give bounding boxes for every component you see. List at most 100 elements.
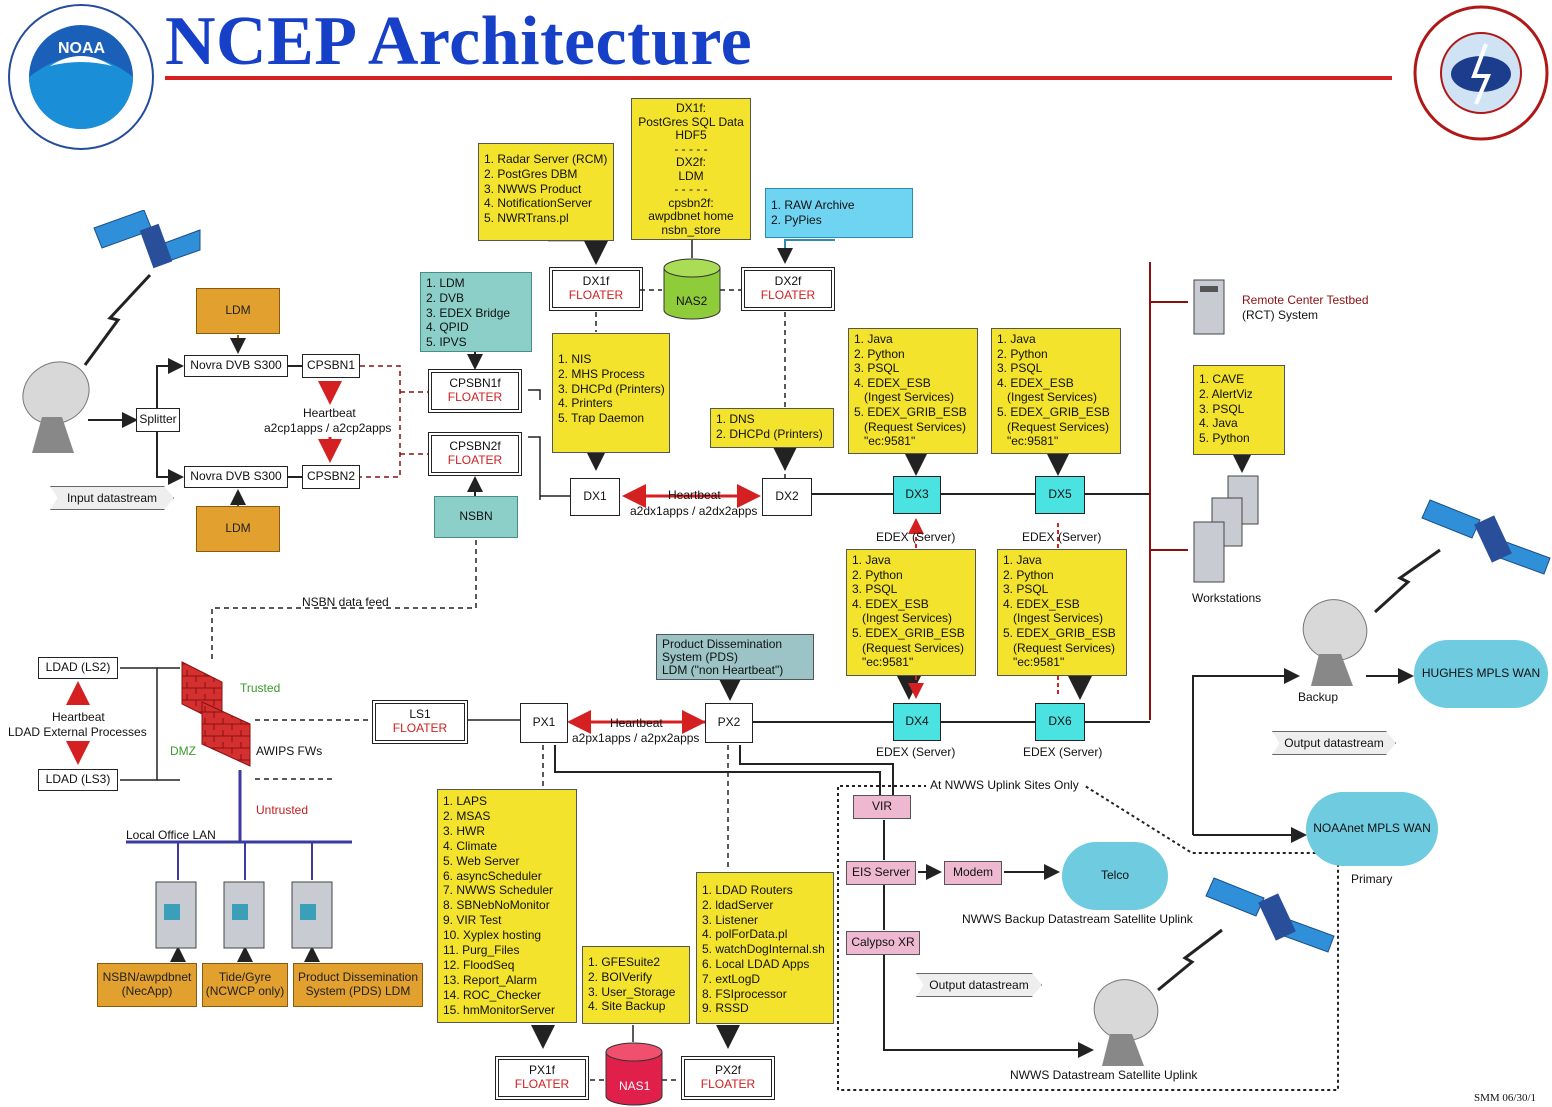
hughes-cloud: HUGHES MPLS WAN xyxy=(1414,640,1548,708)
rct-label: Remote Center Testbed xyxy=(1242,293,1369,307)
nas1-label: NAS1 xyxy=(619,1079,651,1093)
dx4-edex-server-label: EDEX (Server) xyxy=(876,745,956,759)
firewall-icon xyxy=(181,661,251,767)
server-tower-icon xyxy=(1193,279,1225,335)
ldad-ls2-box: LDAD (LS2) xyxy=(38,657,118,679)
primary-label: Primary xyxy=(1351,872,1393,886)
px1-server: PX1 xyxy=(520,703,568,743)
ldm-top-box: LDM xyxy=(196,288,280,334)
nsbn-box: NSBN xyxy=(434,496,518,538)
workstations-icon xyxy=(1193,475,1259,583)
page-title: NCEP Architecture xyxy=(165,3,753,80)
nsbn-awpdbnet-box: NSBN/awpdbnet(NecApp) xyxy=(97,963,197,1007)
dx3-edex-server-label: EDEX (Server) xyxy=(876,530,956,544)
novra2-box: Novra DVB S300 xyxy=(184,466,288,488)
dx5-edex-server-label: EDEX (Server) xyxy=(1022,530,1102,544)
satellite-icon xyxy=(93,210,201,269)
ldad-heartbeat-label: Heartbeat xyxy=(52,710,105,724)
ldad-ls3-box: LDAD (LS3) xyxy=(38,769,118,791)
nws-logo-icon xyxy=(1413,5,1549,141)
dish-antenna-icon xyxy=(1093,979,1159,1066)
calypso-box: Calypso XR xyxy=(846,931,920,955)
ldm-bottom-box: LDM xyxy=(196,506,280,552)
satellite-icon xyxy=(1421,499,1551,575)
dx2-server: DX2 xyxy=(762,478,812,516)
satellite-icon xyxy=(1205,877,1335,953)
noaa-logo-icon xyxy=(29,25,133,129)
dish-antenna-icon xyxy=(22,361,90,453)
local-servers-icon xyxy=(155,881,333,949)
novra1-box: Novra DVB S300 xyxy=(184,355,288,377)
noaanet-cloud: NOAAnet MPLS WAN xyxy=(1306,792,1438,866)
px2-server: PX2 xyxy=(705,703,753,743)
uplink-region-label: At NWWS Uplink Sites Only xyxy=(926,778,1083,792)
backup-label: Backup xyxy=(1298,690,1339,704)
nas2-label: NAS2 xyxy=(676,294,708,308)
cpsbn-heartbeat-label: Heartbeat xyxy=(303,406,356,420)
dx3-server: DX3 xyxy=(893,476,941,514)
output-datastream-arrow: Output datastream xyxy=(1272,731,1396,755)
dx6-server: DX6 xyxy=(1035,703,1085,741)
noaa-logo: NOAA xyxy=(8,4,154,150)
telco-cloud: Telco xyxy=(1062,842,1168,910)
dx1-server: DX1 xyxy=(570,478,620,516)
vir-box: VIR xyxy=(853,795,911,819)
nas2-database-icon xyxy=(663,258,721,320)
cpsbn2-box: CPSBN2 xyxy=(302,465,360,489)
px-heartbeat-label: Heartbeat xyxy=(610,716,663,730)
modem-box: Modem xyxy=(944,861,1002,885)
noaa-logo-text: NOAA xyxy=(58,40,106,57)
cpsbn1-box: CPSBN1 xyxy=(302,354,360,378)
workstations-label: Workstations xyxy=(1192,591,1262,605)
awips-fws-label: AWIPS FWs xyxy=(256,744,323,758)
rct-label-2: (RCT) System xyxy=(1242,308,1318,322)
nsbn-data-feed-label: NSBN data feed xyxy=(302,595,389,609)
uplink-output-datastream-arrow: Output datastream xyxy=(916,973,1042,997)
trusted-label: Trusted xyxy=(240,681,281,695)
dish-antenna-icon xyxy=(1302,599,1368,686)
splitter-box: Splitter xyxy=(136,408,180,432)
eis-server-box: EIS Server xyxy=(846,861,916,885)
nwws-backup-label: NWWS Backup Datastream Satellite Uplink xyxy=(962,912,1193,926)
ldad-external-label: LDAD External Processes xyxy=(8,725,147,739)
local-lan-label: Local Office LAN xyxy=(126,828,216,842)
dx6-edex-server-label: EDEX (Server) xyxy=(1023,745,1103,759)
input-datastream-arrow: Input datastream xyxy=(50,486,174,510)
nws-logo-text: NATIONAL WEATHER SERVICE xyxy=(1420,62,1542,71)
dmz-label: DMZ xyxy=(170,744,196,758)
nwws-uplink-label: NWWS Datastream Satellite Uplink xyxy=(1010,1068,1198,1082)
tide-gyre-box: Tide/Gyre(NCWCP only) xyxy=(202,963,288,1007)
footer-note: SMM 06/30/1 xyxy=(1474,1092,1537,1104)
dx-heartbeat-label: Heartbeat xyxy=(668,488,721,502)
dx4-server: DX4 xyxy=(893,703,941,741)
untrusted-label: Untrusted xyxy=(256,803,309,817)
dx-heartbeat-apps: a2dx1apps / a2dx2apps xyxy=(630,504,758,518)
cpsbn-heartbeat-apps: a2cp1apps / a2cp2apps xyxy=(264,421,392,435)
px-heartbeat-apps: a2px1apps / a2px2apps xyxy=(572,731,700,745)
dx5-server: DX5 xyxy=(1035,476,1085,514)
